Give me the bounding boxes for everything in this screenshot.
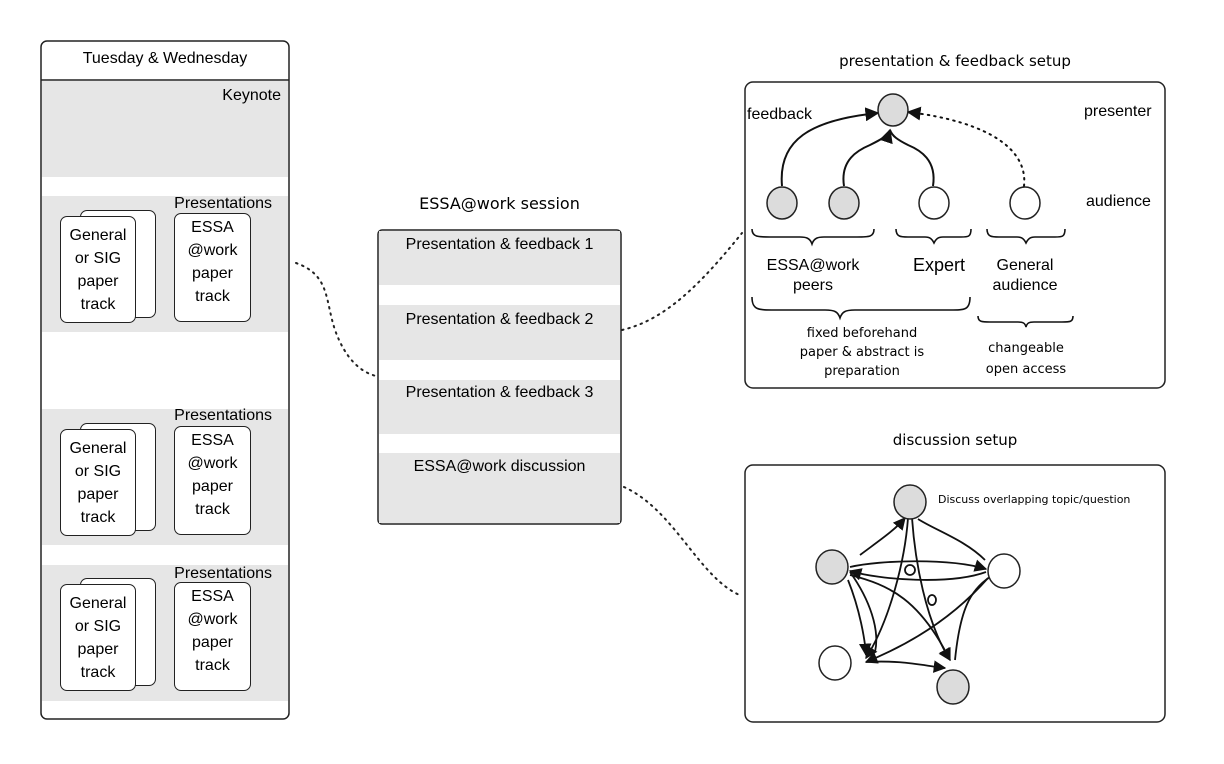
general-track-card[interactable]: General or SIG paper track xyxy=(60,216,136,323)
session-item-1[interactable]: Presentation & feedback 1 xyxy=(405,236,594,253)
session-item-3[interactable]: Presentation & feedback 3 xyxy=(405,384,594,401)
essa-track-label: ESSA @work paper track xyxy=(187,588,238,674)
connector-schedule-session xyxy=(295,262,377,377)
brace-fixed xyxy=(751,296,971,321)
discussion-setup-title: discussion setup xyxy=(892,431,1018,449)
general-track-card[interactable]: General or SIG paper track xyxy=(60,429,136,536)
peer-edge xyxy=(842,128,893,187)
fixed-note: fixed beforehand paper & abstract is pre… xyxy=(799,326,925,379)
schedule-title: Tuesday & Wednesday xyxy=(82,50,248,67)
general-track-label: General or SIG paper track xyxy=(69,440,127,526)
session-band-4 xyxy=(379,453,620,523)
discussion-edges xyxy=(847,517,991,673)
presentations-label-1: Presentations xyxy=(174,195,272,212)
audience-label: audience xyxy=(1086,193,1151,210)
presentation-setup-title: presentation & feedback setup xyxy=(839,52,1071,70)
connector-session-presentation xyxy=(621,232,743,331)
session-panel xyxy=(377,229,622,525)
connector-session-discussion xyxy=(623,486,743,597)
presentations-label-2: Presentations xyxy=(174,407,272,424)
presentations-label-3: Presentations xyxy=(174,565,272,582)
general-audience-node xyxy=(1009,186,1041,220)
essa-track-card[interactable]: ESSA @work paper track xyxy=(174,213,251,322)
expert-label: Expert xyxy=(912,255,966,275)
brace-changeable xyxy=(977,315,1074,328)
expert-edge xyxy=(889,129,935,187)
peer-node-2 xyxy=(828,186,860,220)
peer-node-1 xyxy=(766,186,798,220)
general-track-label: General or SIG paper track xyxy=(69,227,127,313)
session-item-4[interactable]: ESSA@work discussion xyxy=(413,458,586,475)
session-band-2 xyxy=(379,305,620,360)
discussion-node-right xyxy=(987,553,1021,589)
expert-node xyxy=(918,186,950,220)
presenter-node xyxy=(877,93,909,127)
discussion-node-bottom-right xyxy=(936,669,970,705)
keynote-band xyxy=(42,81,288,177)
session-band-1 xyxy=(379,231,620,285)
essa-track-label: ESSA @work paper track xyxy=(187,219,238,305)
peers-label: ESSA@work peers xyxy=(766,257,860,294)
essa-track-label: ESSA @work paper track xyxy=(187,432,238,518)
session-band-3 xyxy=(379,380,620,434)
presenter-label: presenter xyxy=(1084,103,1152,120)
essa-track-card[interactable]: ESSA @work paper track xyxy=(174,582,251,691)
essa-track-card[interactable]: ESSA @work paper track xyxy=(174,426,251,535)
brace-peers xyxy=(751,228,875,247)
brace-expert xyxy=(895,228,972,245)
general-track-label: General or SIG paper track xyxy=(69,595,127,681)
keynote-label: Keynote xyxy=(222,87,281,104)
discussion-node-top xyxy=(893,484,927,520)
discussion-note: Discuss overlapping topic/question xyxy=(938,493,1131,506)
changeable-note: changeable open access xyxy=(985,341,1067,377)
discussion-node-left xyxy=(815,549,849,585)
feedback-label: feedback xyxy=(747,106,812,123)
session-item-2[interactable]: Presentation & feedback 2 xyxy=(405,311,594,328)
feedback-edge xyxy=(780,107,880,187)
discussion-node-bottom-left xyxy=(818,645,852,681)
brace-general xyxy=(986,228,1066,245)
general-audience-label: General audience xyxy=(992,257,1058,294)
general-track-card[interactable]: General or SIG paper track xyxy=(60,584,136,691)
general-audience-edge xyxy=(906,106,1026,187)
session-title: ESSA@work session xyxy=(419,194,580,213)
